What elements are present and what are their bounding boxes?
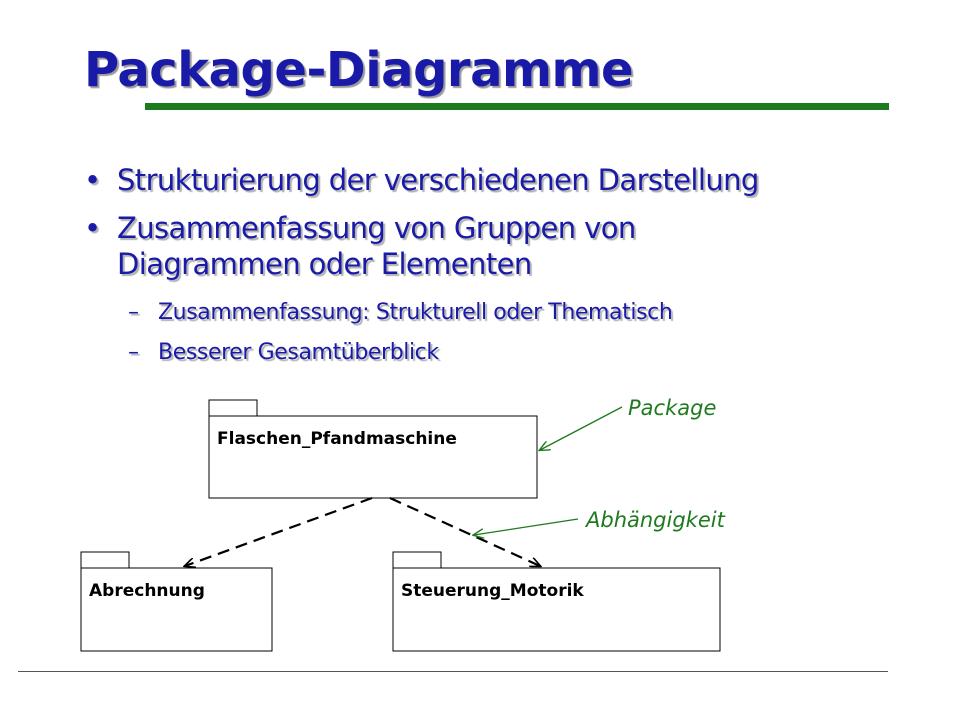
package-tab [392,551,442,569]
package-body [392,567,721,652]
annotation-package: Package [628,396,716,420]
annotation-package-pointer [540,406,623,450]
sub-bullet-item: – Zusammenfassung: Strukturell oder Them… [128,299,673,327]
sub-bullet-text: Zusammenfassung: Strukturell oder Themat… [158,300,673,325]
package-tab [208,399,258,417]
dependency-arrow-right [389,496,540,566]
bullet-dot: • [84,163,101,197]
footer-divider [18,671,888,672]
package-name: Steuerung_Motorik [401,581,584,601]
package-name: Abrechnung [89,581,205,601]
sub-bullet-dash: – [128,300,139,325]
package-name: Flaschen_Pfandmaschine [217,429,457,449]
bullet-item: • Zusammenfassung von Gruppen von Diagra… [84,210,784,282]
package-steuerung-motorik: Steuerung_Motorik [392,551,721,652]
bullet-dot: • [84,211,101,245]
title-underline [145,103,889,110]
annotation-dependency-pointer [474,518,579,535]
slide-title: Package-Diagramme [84,42,634,98]
package-tab [80,551,130,569]
bullet-item: • Strukturierung der verschiedenen Darst… [84,162,884,198]
package-body [80,567,273,652]
package-body [208,415,538,499]
annotation-dependency: Abhängigkeit [584,508,726,532]
bullet-text: Zusammenfassung von Gruppen von Diagramm… [117,211,636,281]
sub-bullet-item: – Besserer Gesamtüberblick [128,339,439,367]
dependency-arrow-left [185,496,373,566]
sub-bullet-text: Besserer Gesamtüberblick [158,340,439,365]
package-abrechnung: Abrechnung [80,551,273,652]
package-flaschen-pfandmaschine: Flaschen_Pfandmaschine [208,399,538,499]
sub-bullet-dash: – [128,340,139,365]
bullet-text: Strukturierung der verschiedenen Darstel… [117,163,759,197]
